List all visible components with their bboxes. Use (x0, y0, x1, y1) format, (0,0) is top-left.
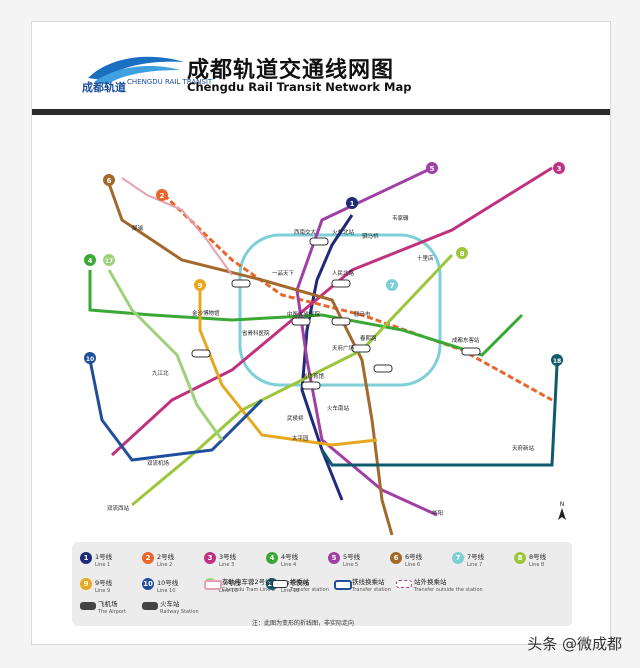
legend-badge: 5 (328, 552, 340, 564)
legend-badge: 9 (80, 578, 92, 590)
svg-text:6: 6 (107, 177, 112, 185)
legend-transfer-swatch (272, 580, 288, 588)
line-10-path (88, 359, 264, 462)
chengdu-rail-logo (88, 56, 184, 84)
station-label: 武侯祠 (287, 414, 304, 422)
line-2-path (162, 193, 553, 402)
station-label: 天府广场 (332, 344, 355, 352)
station-label: 成都东客站 (452, 336, 480, 344)
station-label: 太平园 (292, 434, 309, 442)
header: 成都轨道 CHENGDU RAIL TRANSIT 成都轨道交通线网图 Chen… (32, 22, 610, 108)
station-label: 省骨科医院 (242, 329, 270, 337)
svg-text:8: 8 (460, 250, 465, 258)
station-label: 双流机场 (147, 459, 170, 467)
line-18-path (320, 364, 559, 467)
station-label: 骡马市 (354, 310, 371, 318)
station-label: 火车北站 (332, 228, 355, 236)
svg-text:17: 17 (105, 258, 113, 265)
legend-badge: 2 (142, 552, 154, 564)
station-label: 人民北路 (332, 269, 355, 277)
svg-text:5: 5 (430, 165, 435, 173)
legend-badge: 1 (80, 552, 92, 564)
legend-airport-swatch (80, 602, 96, 610)
station-label: 省体育馆 (302, 372, 325, 380)
svg-text:3: 3 (557, 165, 562, 173)
line-9-path (198, 285, 378, 447)
header-divider (32, 109, 610, 115)
line-17-path (107, 269, 224, 441)
station-label: 九江北 (152, 369, 169, 377)
station-label: 华阳 (432, 509, 443, 517)
station-label: 韦家碾 (392, 214, 409, 222)
station-label: 十里店 (417, 254, 434, 262)
station-label: 金沙博物馆 (192, 309, 220, 317)
legend-badge: 4 (266, 552, 278, 564)
svg-text:9: 9 (198, 282, 203, 290)
station-label: 西南交大 (294, 228, 317, 236)
line-8-path (131, 253, 454, 507)
svg-text:2: 2 (160, 192, 165, 200)
svg-text:18: 18 (553, 358, 561, 365)
page-title: 成都轨道交通线网图 (187, 58, 395, 83)
svg-text:10: 10 (86, 356, 94, 363)
logo-text-en: CHENGDU RAIL TRANSIT (127, 78, 213, 86)
station-label: 天府新站 (512, 444, 535, 452)
legend-note: 注：此图为变形的折线图，非实际走向 (252, 620, 355, 627)
svg-text:1: 1 (350, 200, 355, 208)
svg-text:N: N (560, 501, 565, 508)
legend-railway-swatch (142, 602, 158, 610)
svg-text:7: 7 (390, 282, 395, 290)
legend-tram-swatch (204, 580, 222, 590)
legend-badge: 7 (452, 552, 464, 564)
network-map: 1 2 3 4 5 6 7 8 9 10 17 18 西南交大火车 (84, 162, 566, 536)
legend-rail-transfer-swatch (334, 580, 352, 590)
station-label: 春熙路 (360, 334, 377, 342)
page-subtitle: Chengdu Rail Transit Network Map (187, 80, 412, 94)
station-label: 火车南站 (327, 404, 350, 412)
compass: N (558, 501, 566, 520)
map-sheet: 成都轨道 CHENGDU RAIL TRANSIT 成都轨道交通线网图 Chen… (31, 21, 611, 645)
line-6-path (105, 177, 394, 536)
logo-text-cn: 成都轨道 (82, 81, 126, 94)
legend-outside-transfer-swatch (396, 580, 412, 588)
map-line-badges: 1 2 3 4 5 6 7 8 9 10 17 18 (84, 162, 565, 366)
legend-badge: 6 (390, 552, 402, 564)
legend-badge: 8 (514, 552, 526, 564)
station-label: 驷马桥 (362, 232, 379, 240)
tram-2-path (121, 177, 233, 276)
station-label: 双流西站 (107, 504, 130, 512)
transfer-stations (191, 237, 481, 390)
station-label: 犀浦 (132, 224, 144, 232)
legend-badge: 3 (204, 552, 216, 564)
svg-text:4: 4 (88, 257, 93, 265)
station-label: 中医大省医院 (287, 310, 321, 318)
legend-badge: 10 (142, 578, 154, 590)
watermark: 头条 @微成都 (527, 635, 622, 653)
station-label: 一品天下 (272, 270, 295, 277)
